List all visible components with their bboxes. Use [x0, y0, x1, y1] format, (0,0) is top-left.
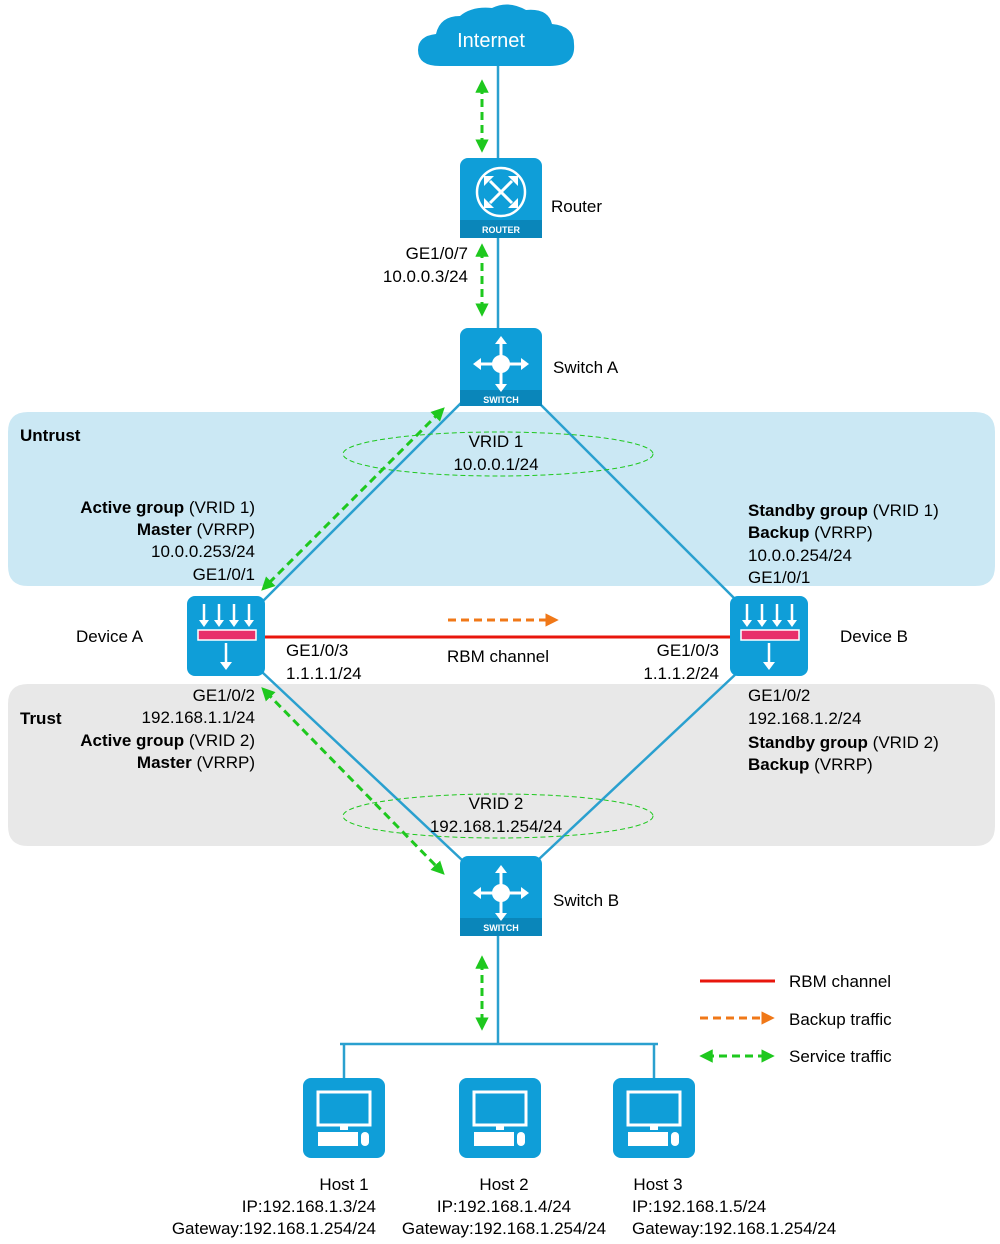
device-a-rbm-ip: 1.1.1.1/24 — [286, 664, 362, 683]
device-b-up-ip: 10.0.0.254/24 — [748, 546, 852, 565]
link-device-b-switch-b — [537, 671, 739, 861]
device-a-rbm-port: GE1/0/3 — [286, 641, 348, 660]
host-2-ip: IP:192.168.1.4/24 — [437, 1197, 571, 1216]
host-1-node — [303, 1078, 385, 1158]
host-1-gateway: Gateway:192.168.1.254/24 — [172, 1219, 376, 1238]
device-b-down-role: Backup (VRRP) — [748, 755, 873, 774]
device-b-down-port: GE1/0/2 — [748, 686, 810, 705]
device-a-label: Device A — [76, 627, 144, 646]
vrid1-name: VRID 1 — [469, 432, 524, 451]
link-switch-a-device-b — [537, 401, 739, 603]
router-ip: 10.0.0.3/24 — [383, 267, 468, 286]
device-b-node — [730, 596, 808, 676]
switch-b-label: Switch B — [553, 891, 619, 910]
legend-rbm-label: RBM channel — [789, 972, 891, 991]
device-a-up-role: Master (VRRP) — [137, 520, 255, 539]
device-b-up-role: Backup (VRRP) — [748, 523, 873, 542]
device-a-down-port: GE1/0/2 — [193, 686, 255, 705]
host-2-node — [459, 1078, 541, 1158]
device-a-up-port: GE1/0/1 — [193, 565, 255, 584]
device-a-down-role: Master (VRRP) — [137, 753, 255, 772]
device-a-up-group: Active group (VRID 1) — [80, 498, 255, 517]
vrid2-ip: 192.168.1.254/24 — [430, 817, 562, 836]
legend: RBM channel Backup traffic Service traff… — [699, 972, 892, 1066]
internet-cloud: Internet — [418, 4, 575, 67]
legend-backup-label: Backup traffic — [789, 1010, 892, 1029]
trust-zone-label: Trust — [20, 709, 62, 728]
router-port: GE1/0/7 — [406, 244, 468, 263]
device-a-down-ip: 192.168.1.1/24 — [142, 708, 255, 727]
device-a-up-ip: 10.0.0.253/24 — [151, 542, 255, 561]
device-b-down-ip: 192.168.1.2/24 — [748, 709, 861, 728]
trust-zone — [8, 684, 995, 846]
svg-text:SWITCH: SWITCH — [483, 923, 519, 933]
router-label: Router — [551, 197, 602, 216]
untrust-zone-label: Untrust — [20, 426, 81, 445]
host-3-ip: IP:192.168.1.5/24 — [632, 1197, 766, 1216]
host-3-gateway: Gateway:192.168.1.254/24 — [632, 1219, 836, 1238]
legend-service-label: Service traffic — [789, 1047, 892, 1066]
host-1-ip: IP:192.168.1.3/24 — [242, 1197, 376, 1216]
vrid2-name: VRID 2 — [469, 794, 524, 813]
host-1-name: Host 1 — [319, 1175, 368, 1194]
device-b-rbm-ip: 1.1.1.2/24 — [643, 664, 719, 683]
service-arrow-device-a-switch-b — [261, 687, 445, 875]
switch-a-node: SWITCH — [460, 328, 542, 406]
device-b-label: Device B — [840, 627, 908, 646]
switch-a-label: Switch A — [553, 358, 619, 377]
service-arrow-switch-a-device-a — [261, 407, 445, 591]
device-b-down-group: Standby group (VRID 2) — [748, 733, 939, 752]
device-b-up-group: Standby group (VRID 1) — [748, 501, 939, 520]
rbm-channel-label: RBM channel — [447, 647, 549, 666]
host-2-gateway: Gateway:192.168.1.254/24 — [402, 1219, 606, 1238]
vrid1-ellipse — [342, 431, 654, 477]
cloud-label: Internet — [457, 30, 525, 52]
device-a-down-group: Active group (VRID 2) — [80, 731, 255, 750]
host-3-node — [613, 1078, 695, 1158]
device-b-rbm-port: GE1/0/3 — [657, 641, 719, 660]
svg-text:SWITCH: SWITCH — [483, 395, 519, 405]
svg-text:ROUTER: ROUTER — [482, 225, 521, 235]
router-node: ROUTER — [460, 158, 542, 238]
device-b-up-port: GE1/0/1 — [748, 568, 810, 587]
service-traffic-arrows — [261, 79, 489, 1031]
untrust-zone — [8, 412, 995, 586]
switch-b-node: SWITCH — [460, 856, 542, 936]
vrid2-ellipse — [342, 793, 654, 839]
host-2-name: Host 2 — [479, 1175, 528, 1194]
cloud-icon — [418, 4, 575, 67]
vrid1-ip: 10.0.0.1/24 — [453, 455, 538, 474]
host-3-name: Host 3 — [633, 1175, 682, 1194]
device-a-node — [187, 596, 265, 676]
